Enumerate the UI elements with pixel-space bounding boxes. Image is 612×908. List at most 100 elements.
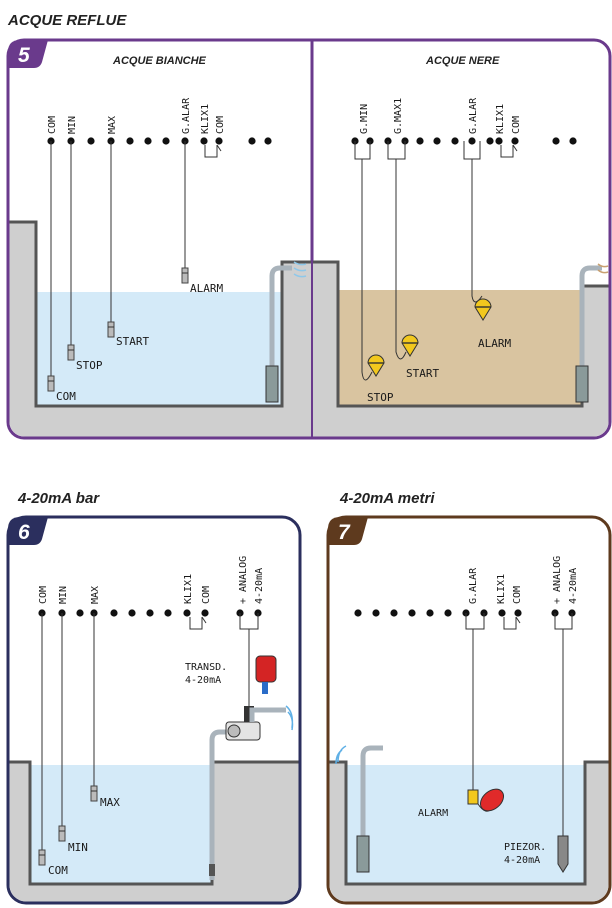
alarm-counterweight [467,789,479,805]
terminal-label-r1: G.MAX1 [393,98,404,134]
panel-6-number: 6 [18,521,30,544]
p6-terminal-label-4: COM [201,586,212,604]
terminal-dot [514,609,522,617]
klix-contact [500,145,514,158]
terminal-dot [76,609,84,617]
transducer [244,706,254,724]
terminal-dot [468,137,476,145]
probe-com [47,375,55,392]
transducer-label-1: TRANSD. [185,662,227,673]
panel-7-heading: 4-20mA metri [339,490,435,507]
panel-5-number: 5 [18,44,30,67]
terminal-dot [146,609,154,617]
water-jet [293,261,307,278]
piezo-label-1: PIEZOR. [504,842,546,853]
tank-6-wall [9,760,299,886]
tank-left-wall [9,220,311,408]
terminal-dot [215,137,223,145]
klix-contact [204,145,218,158]
left-pump-pipe [269,265,292,366]
terminal-label-max: MAX [107,116,118,134]
terminal-dot [87,137,95,145]
p7-terminal-label-com: COM [512,586,523,604]
expansion-tank [255,655,277,683]
terminal-dot [144,137,152,145]
terminal-dot [248,137,256,145]
probe-start [107,321,115,338]
terminal-dot [201,609,209,617]
panel-7-tab [328,517,368,545]
piezo-label-2: 4-20mA [504,855,540,866]
section-title: ACQUE REFLUE [7,12,127,29]
p7-terminal-label-galar: G.ALAR [468,567,479,604]
terminal-label-r4: COM [511,116,522,134]
float-stop [367,354,385,377]
p6-probe-label-com: COM [48,864,68,877]
p7-pump-pump [356,835,370,873]
float-cable-start [395,159,407,360]
klix-contact [189,617,203,630]
p6-probe-com [38,849,46,866]
klix-contact [503,617,517,630]
float-start [401,334,419,357]
sewage-water [338,290,582,406]
piezo-probe [557,835,569,873]
transducer-label-2: 4-20mA [185,675,221,686]
float-cable-stop [361,159,373,381]
terminal-dot [110,609,118,617]
terminal-label-com: COM [47,116,58,134]
p6-terminal-label-3: KLIX1 [183,574,194,604]
terminal-dot [162,137,170,145]
terminal-dot [128,609,136,617]
terminal-label-klix1: KLIX1 [200,104,211,134]
terminal-label-r2: G.ALAR [468,97,479,134]
delivery-pipe [249,707,286,722]
p7-terminal-label-analog: + ANALOG [552,556,563,604]
float-label-start: START [406,367,439,380]
float-alarm [474,298,492,321]
right-pump-pipe [579,265,602,366]
panel-5-left-title: ACQUE BIANCHE [112,55,207,67]
klix-switch [216,144,222,152]
klix-switch [515,616,521,624]
terminal-dot [511,137,519,145]
p6-probe-min [58,825,66,842]
terminal-dot [569,137,577,145]
panel-5-scene [9,220,609,437]
terminal-dot [354,609,362,617]
probe-stop [67,344,75,361]
probe-label-com: COM [56,390,76,403]
probe-label-stop: STOP [76,359,103,372]
terminal-dot [372,609,380,617]
klix-switch [512,144,518,152]
foot-valve [209,864,215,876]
water-6 [30,765,212,884]
probe-alarm [181,267,189,284]
terminal-label-com: COM [215,116,226,134]
terminal-dot [200,137,208,145]
alarm-float [479,788,505,812]
panel-5-right-title: ACQUE NERE [425,55,500,67]
terminal-dot [451,137,459,145]
p7-terminal-label-4-20ma: 4-20mA [568,568,579,604]
p6-terminal-label-analog: + ANALOG [238,556,249,604]
water-7 [346,765,585,884]
sewage-jet [597,263,609,274]
right-pump-pump [575,365,589,403]
ground-left [9,222,311,437]
terminal-label-min: MIN [67,116,78,134]
terminal-label-r3: KLIX1 [495,104,506,134]
terminal-dot [416,137,424,145]
tank-right-wall [313,260,609,408]
terminal-dot [426,609,434,617]
panel-6-heading: 4-20mA bar [17,490,100,507]
probe-label-alarm: ALARM [190,282,223,295]
terminal-dot [390,609,398,617]
p6-probe-max [90,785,98,802]
probe-label-start: START [116,335,149,348]
terminal-dot [264,137,272,145]
terminal-dot [444,609,452,617]
tank-valve [262,682,268,694]
klix-switch [201,616,207,624]
